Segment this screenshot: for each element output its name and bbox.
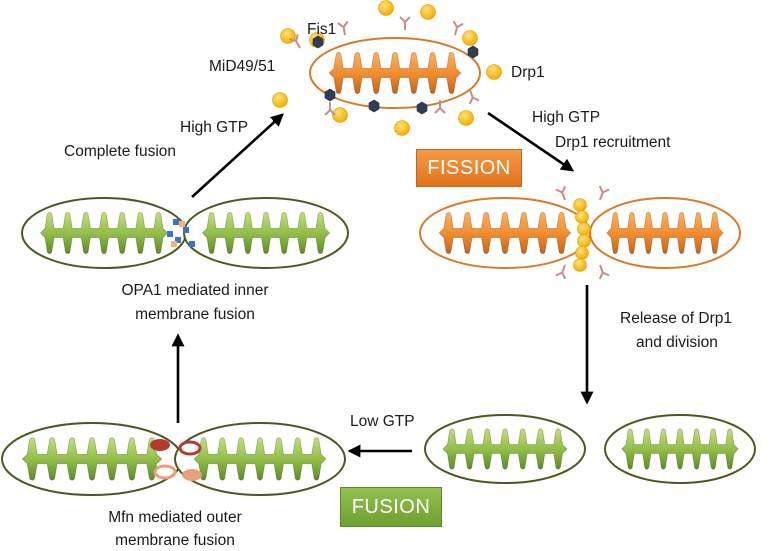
- mid49-51-protein-4-stem: [468, 89, 480, 105]
- opa1-mitochondrion-left: [21, 197, 187, 269]
- opa1-mitochondrion-right: [183, 197, 349, 269]
- dividing-mitochondrion-right-cristae: [606, 211, 724, 255]
- mfn-tether-peach-right: [182, 469, 202, 481]
- mid49-51-protein-3-stem: [452, 20, 464, 36]
- fis1-protein-2: [324, 88, 336, 102]
- constriction-mid-0-stem: [555, 185, 567, 201]
- dividing-mitochondrion-left: [419, 197, 591, 269]
- high-gtp-fission-label: High GTP: [532, 109, 601, 126]
- mid49-51-protein-2: [399, 16, 411, 30]
- mid49-51-protein-1: [337, 20, 349, 36]
- opa1-complex-1: [183, 227, 189, 233]
- fis1-label: Fis1: [307, 21, 337, 38]
- mfn-label-line1: Mfn mediated outer: [108, 509, 242, 526]
- mfn-mitochondrion-left-cristae: [21, 437, 163, 481]
- constriction-mid-1-stem: [598, 185, 610, 201]
- mid49-51-label: MiD49/51: [209, 58, 276, 75]
- release-of-drp1-label: Release of Drp1: [620, 310, 733, 327]
- daughter-mitochondrion-right: [604, 414, 756, 484]
- opa1-label-line1: OPA1 mediated inner: [121, 282, 269, 299]
- fis1-protein-3: [368, 99, 380, 113]
- and-division-label: and division: [636, 334, 718, 351]
- opa1-complex-0: [173, 219, 179, 225]
- drp1-protein-2: [378, 0, 394, 16]
- constriction-mid-1: [598, 185, 610, 201]
- constriction-mid-3: [598, 264, 610, 280]
- low-gtp-label: Low GTP: [350, 413, 415, 430]
- mfn-mitochondrion-right: [174, 422, 346, 496]
- arrow-drp1-recruitment: [487, 111, 575, 172]
- fis1-protein-4: [416, 101, 428, 115]
- mfn-tether-peach-left: [153, 464, 177, 480]
- fission-tag: FISSION: [416, 149, 522, 187]
- mfn-tether-red-left: [150, 439, 170, 451]
- top-mitochondrion: [309, 37, 481, 109]
- mid49-51-protein-0-stem: [288, 33, 301, 49]
- mfn-label-line2: membrane fusion: [115, 532, 235, 549]
- complete-fusion-label: Complete fusion: [64, 143, 177, 160]
- high-gtp-fusion-label: High GTP: [180, 119, 249, 136]
- daughter-mitochondrion-left: [424, 414, 586, 484]
- dividing-mitochondrion-left-cristae: [438, 211, 572, 255]
- mid49-51-protein-2-stem: [399, 16, 411, 30]
- drp1-protein-8: [394, 120, 410, 136]
- dividing-mitochondrion-right: [589, 197, 741, 269]
- opa1-mitochondrion-right-cristae: [201, 211, 331, 255]
- mfn-tether-red-right: [178, 440, 202, 456]
- drp1-protein-9: [458, 110, 474, 126]
- constriction-drp1-4: [575, 246, 589, 260]
- daughter-mitochondrion-right-cristae: [621, 428, 739, 470]
- opa1-complex-peach-1: [171, 241, 177, 247]
- fis1-protein-0: [312, 35, 324, 49]
- opa1-label-line2: membrane fusion: [135, 306, 255, 323]
- mid49-51-protein-0: [288, 33, 301, 49]
- fis1-protein-1: [467, 45, 479, 59]
- drp1-protein-3: [420, 4, 436, 20]
- mid49-51-protein-1-stem: [337, 20, 349, 36]
- mid49-51-protein-4: [468, 89, 480, 105]
- opa1-complex-2: [175, 237, 181, 243]
- constriction-mid-2-stem: [555, 264, 567, 280]
- fusion-tag: FUSION: [340, 487, 442, 527]
- arrow-complete-fusion: [191, 113, 284, 198]
- drp1-recruitment-label: Drp1 recruitment: [555, 134, 671, 151]
- daughter-mitochondrion-left-cristae: [442, 428, 568, 470]
- constriction-mid-0: [555, 185, 567, 201]
- drp1-protein-5: [486, 64, 502, 80]
- opa1-complex-3: [189, 241, 195, 247]
- constriction-mid-2: [555, 264, 567, 280]
- mid49-51-protein-5-stem: [324, 102, 336, 116]
- constriction-drp1-5: [573, 258, 587, 272]
- mfn-mitochondrion-right-cristae: [193, 437, 327, 481]
- drp1-protein-6: [272, 92, 288, 108]
- drp1-protein-4: [462, 30, 478, 46]
- constriction-mid-3-stem: [598, 264, 610, 280]
- constriction-drp1-2: [577, 222, 591, 236]
- drp1-protein-7: [332, 107, 348, 123]
- mid49-51-protein-5: [324, 102, 336, 116]
- drp1-label: Drp1: [511, 64, 545, 81]
- opa1-complex-4: [167, 231, 173, 237]
- constriction-drp1-0: [573, 198, 587, 212]
- mfn-mitochondrion-left: [1, 422, 183, 496]
- top-mitochondrion-cristae: [328, 51, 462, 95]
- constriction-drp1-1: [575, 210, 589, 224]
- opa1-complex-peach-0: [179, 221, 185, 227]
- mid49-51-protein-3: [452, 20, 464, 36]
- constriction-drp1-3: [577, 234, 591, 248]
- mid49-51-protein-6-stem: [434, 100, 446, 114]
- mid49-51-protein-6: [434, 100, 446, 114]
